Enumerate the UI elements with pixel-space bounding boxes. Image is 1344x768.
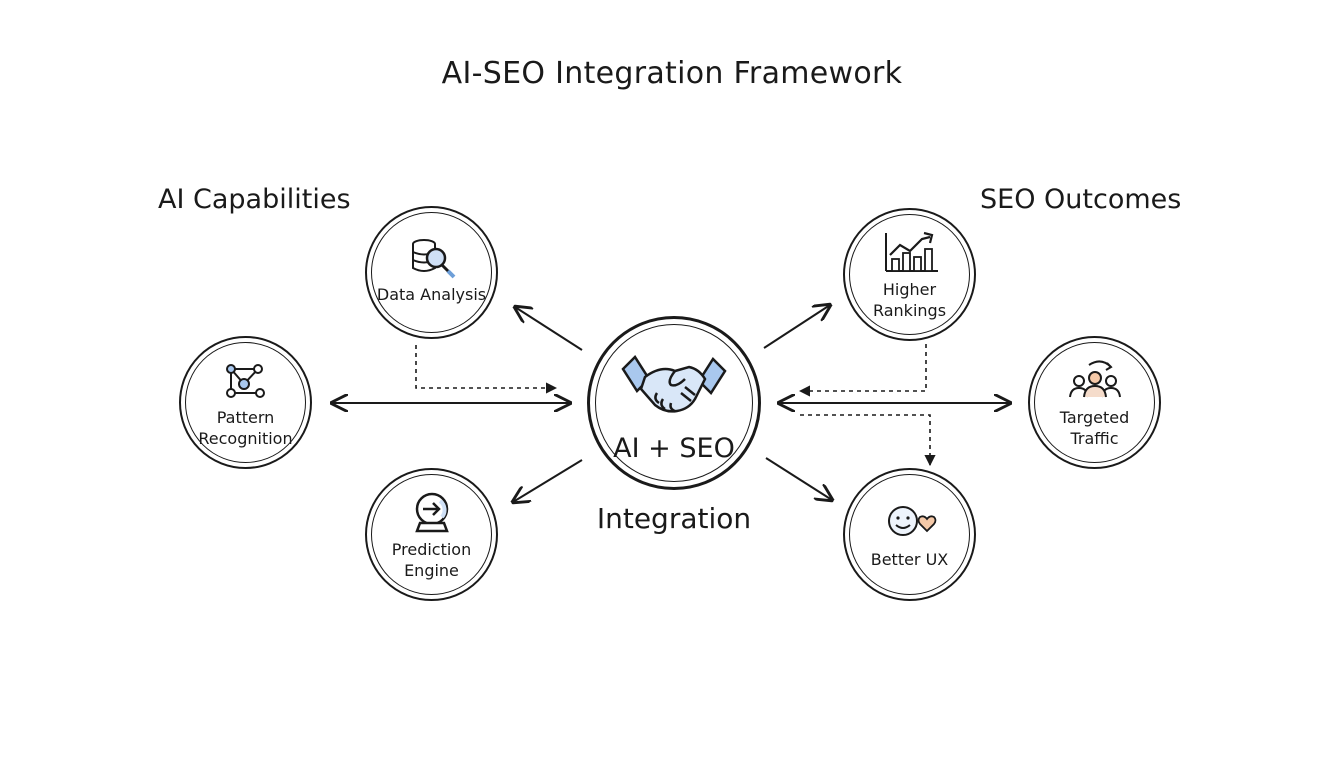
dashed-arrow-data-to-center xyxy=(415,345,558,394)
arrow-to-data-analysis xyxy=(515,307,583,351)
pattern-network-icon xyxy=(225,363,265,398)
node-better-ux: Better UX xyxy=(843,468,976,601)
integration-caption: Integration xyxy=(596,502,752,535)
arrow-to-better-ux xyxy=(765,457,832,500)
smiley-heart-icon xyxy=(887,506,936,536)
node-pattern-recognition: Pattern Recognition xyxy=(179,336,312,469)
arrow-to-higher-rankings xyxy=(763,305,830,349)
arrow-to-prediction-engine xyxy=(513,459,583,502)
center-hub: AI + SEO xyxy=(587,316,761,490)
node-targeted-traffic: Targeted Traffic xyxy=(1028,336,1161,469)
node-data-analysis: Data Analysis xyxy=(365,206,498,339)
node-label: Higher Rankings xyxy=(872,279,947,320)
node-prediction-engine: Prediction Engine xyxy=(365,468,498,601)
node-label: Pattern Recognition xyxy=(198,407,293,448)
bar-chart-up-icon xyxy=(884,231,938,272)
node-label: Targeted Traffic xyxy=(1059,407,1130,448)
database-search-icon xyxy=(411,239,455,279)
node-higher-rankings: Higher Rankings xyxy=(843,208,976,341)
dashed-arrow-center-to-ux xyxy=(800,414,936,467)
seo-outcomes-heading: SEO Outcomes xyxy=(980,184,1182,215)
dashed-arrow-rankings-to-center xyxy=(798,344,927,397)
node-label: Better UX xyxy=(870,550,949,569)
center-label: AI + SEO xyxy=(613,432,735,464)
audience-icon xyxy=(1068,360,1121,397)
node-label: Data Analysis xyxy=(376,285,487,304)
ai-capabilities-heading: AI Capabilities xyxy=(158,184,351,215)
node-label: Prediction Engine xyxy=(391,539,472,580)
crystal-ball-icon xyxy=(414,492,449,532)
page-title: AI-SEO Integration Framework xyxy=(441,56,903,91)
handshake-icon xyxy=(621,354,727,413)
